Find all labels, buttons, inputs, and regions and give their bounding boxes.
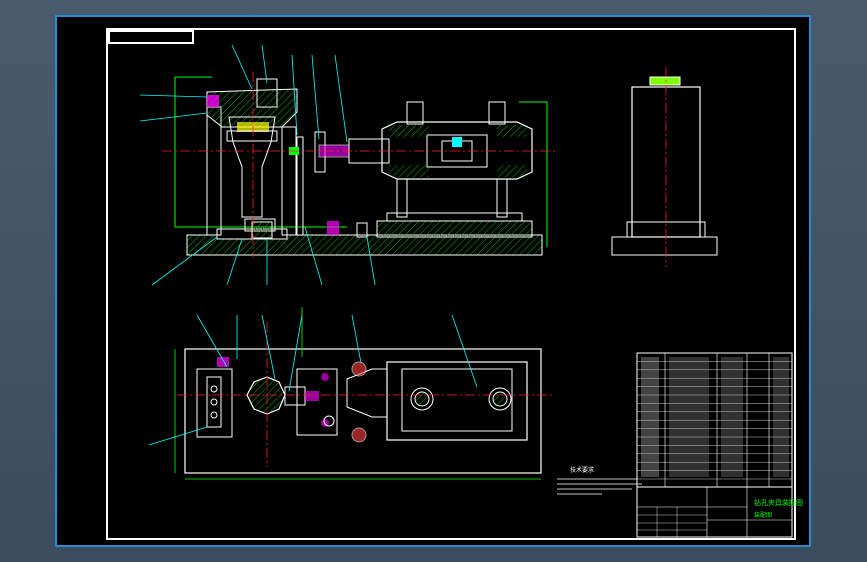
technical-requirements: 技术要求	[557, 466, 642, 495]
title-block: 钻孔夹具装配图 装配图	[636, 486, 803, 538]
plan-view	[148, 307, 552, 480]
drawing-sheet: 技术要求	[55, 15, 811, 547]
drill-bracket	[206, 88, 298, 128]
drawing-title: 钻孔夹具装配图	[754, 498, 803, 507]
corner-tab	[108, 30, 194, 44]
tech-req-title: 技术要求	[570, 466, 594, 474]
parts-list	[636, 352, 793, 488]
front-view	[139, 44, 557, 286]
hydraulic-cylinder	[381, 121, 533, 180]
base-plate-outline	[184, 348, 542, 474]
inner-border	[106, 28, 796, 540]
sheet-label: 装配图	[754, 511, 772, 519]
base-plate	[186, 234, 543, 256]
side-view	[611, 67, 718, 267]
assembly-drawing: 技术要求	[106, 28, 803, 540]
workpiece	[246, 376, 286, 415]
